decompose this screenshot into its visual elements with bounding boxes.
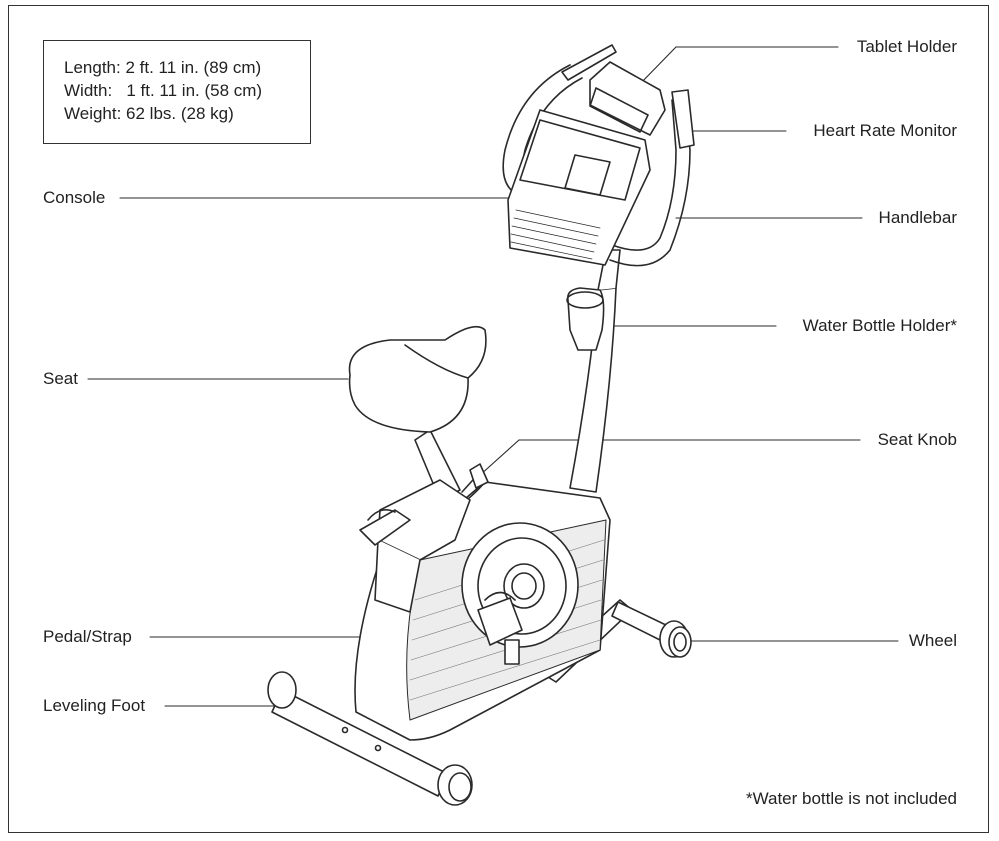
label-heart-rate-monitor: Heart Rate Monitor xyxy=(813,121,957,140)
spec-length: Length: 2 ft. 11 in. (89 cm) xyxy=(64,58,262,77)
seat-knob-shape xyxy=(469,463,489,489)
spec-weight: Weight: 62 lbs. (28 kg) xyxy=(64,104,234,123)
footnote: *Water bottle is not included xyxy=(745,789,957,808)
label-console: Console xyxy=(43,188,106,207)
label-water-bottle-holder: Water Bottle Holder* xyxy=(802,316,957,335)
label-seat: Seat xyxy=(43,369,78,388)
label-wheel: Wheel xyxy=(908,631,957,650)
specs-box: Length: 2 ft. 11 in. (89 cm) Width: 1 ft… xyxy=(43,40,311,144)
upright-post xyxy=(569,249,621,493)
water-bottle-holder-shape xyxy=(566,287,605,351)
leader-lines xyxy=(87,46,899,707)
label-leveling-foot: Leveling Foot xyxy=(43,696,146,715)
tablet-holder-shape xyxy=(589,61,666,136)
label-handlebar: Handlebar xyxy=(878,208,957,227)
label-pedal-strap: Pedal/Strap xyxy=(43,627,132,646)
label-tablet-holder: Tablet Holder xyxy=(856,37,957,56)
label-seat-knob: Seat Knob xyxy=(877,430,957,449)
spec-width: Width: 1 ft. 11 in. (58 cm) xyxy=(64,81,263,100)
pedals xyxy=(359,509,523,665)
seat-assembly xyxy=(348,325,489,613)
front-stabilizer xyxy=(267,671,473,806)
diagram-frame xyxy=(8,5,989,833)
leader-seat-knob-diag xyxy=(478,439,520,477)
console-shape xyxy=(507,109,651,266)
